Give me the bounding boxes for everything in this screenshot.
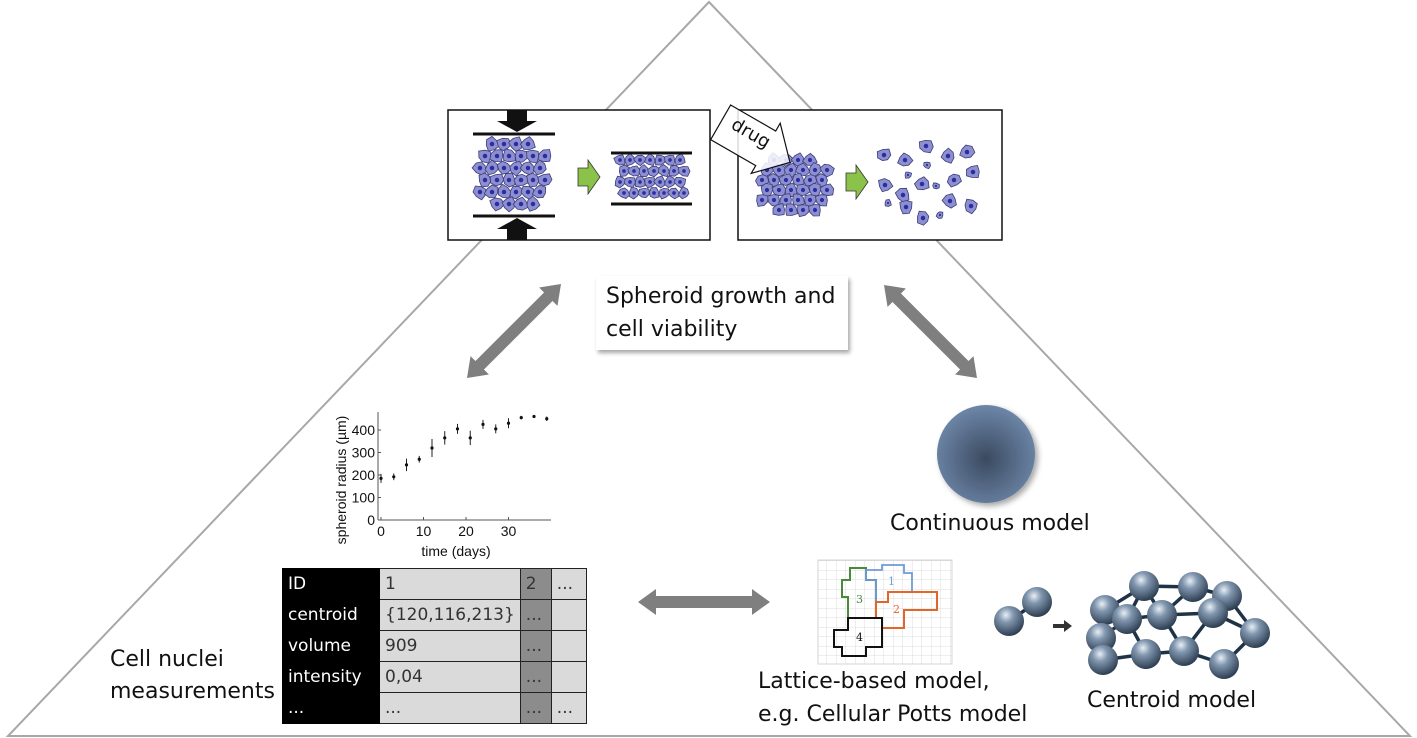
green-arrow-icon <box>845 163 869 201</box>
spheroid-growth-caption: Spheroid growth and cell viability <box>596 276 848 350</box>
double-arrow-horizontal-icon <box>638 589 770 615</box>
data-point <box>468 436 472 440</box>
lattice-cell-label: 2 <box>893 603 900 616</box>
centroid-ball <box>1112 604 1142 634</box>
x-axis-label: time (days) <box>421 543 490 559</box>
centroid-ball <box>1178 572 1208 602</box>
centroid-ball <box>1086 623 1116 653</box>
table-cell-label: intensity <box>282 661 380 693</box>
data-point <box>430 446 434 450</box>
x-tick-label: 10 <box>416 523 432 539</box>
centroid-ball <box>1240 618 1270 648</box>
data-point <box>455 427 460 431</box>
caption-line-1: Spheroid growth and <box>606 284 836 309</box>
cell-nuclei-label-2: measurements <box>110 679 275 704</box>
table-cell-c1: 1 <box>379 568 521 600</box>
x-tick-label: 0 <box>377 523 385 539</box>
x-tick-label: 30 <box>501 523 517 539</box>
caption-line-2: cell viability <box>606 317 738 342</box>
table-cell-c2: 2 <box>519 568 552 600</box>
data-point <box>545 417 549 421</box>
y-tick-label: 200 <box>352 467 376 483</box>
table-cell-c1: 0,04 <box>379 661 521 693</box>
small-arrow-icon <box>1053 620 1072 632</box>
data-point <box>417 457 421 461</box>
data-point <box>494 427 498 431</box>
continuous-model-label: Continuous model <box>890 511 1090 536</box>
drug-panel <box>709 104 1003 241</box>
table-cell-c3 <box>550 661 587 693</box>
table-cell-c3: ... <box>550 568 587 600</box>
triangle-outline <box>5 0 1413 737</box>
centroid-ball <box>1198 598 1228 628</box>
lattice-cell-label: 3 <box>856 593 863 606</box>
data-point <box>392 475 396 479</box>
table-cell-label: volume <box>282 630 380 662</box>
data-point <box>481 422 485 426</box>
centroid-ball <box>1147 600 1177 630</box>
y-tick-label: 100 <box>352 490 376 506</box>
green-arrow-icon <box>577 158 601 196</box>
table-cell-c3 <box>550 599 587 631</box>
lattice-model-label-2: e.g. Cellular Potts model <box>758 702 1028 727</box>
lattice-model-label-1: Lattice-based model, <box>758 669 990 694</box>
table-cell-c2: ... <box>519 599 552 631</box>
continuous-model-sphere <box>937 405 1035 503</box>
data-point <box>404 463 409 467</box>
table-cell-c3: ... <box>550 692 587 724</box>
centroid-ball <box>1022 587 1052 617</box>
table-cell-c1: {120,116,213} <box>379 599 521 631</box>
press-up-arrow <box>497 218 537 240</box>
centroid-ball <box>1209 649 1239 679</box>
double-arrow-left-icon <box>467 284 561 378</box>
drug-arrow <box>709 104 791 175</box>
centroid-ball <box>1131 639 1161 669</box>
centroid-ball <box>1088 645 1118 675</box>
data-point <box>443 436 447 440</box>
table-cell-c1: 909 <box>379 630 521 662</box>
y-tick-label: 0 <box>367 512 375 528</box>
table-cell-c2: ... <box>519 692 552 724</box>
data-point <box>532 414 536 419</box>
y-tick-label: 400 <box>352 422 376 438</box>
lattice-cell-label: 4 <box>856 631 863 644</box>
double-arrows <box>467 284 977 615</box>
table-cell-c3 <box>550 630 587 662</box>
data-point <box>506 421 511 425</box>
centroid-model-label: Centroid model <box>1087 688 1257 713</box>
centroid-model <box>994 571 1270 679</box>
table-row: ............ <box>282 692 587 724</box>
data-point <box>519 416 523 420</box>
table-cell-c1: ... <box>379 692 521 724</box>
centroid-ball <box>994 606 1024 636</box>
x-tick-label: 20 <box>458 523 474 539</box>
data-point <box>379 476 383 480</box>
y-axis-label: spheroid radius (µm) <box>333 416 349 545</box>
lattice-cell-label: 1 <box>888 575 895 588</box>
y-tick-label: 300 <box>352 445 376 461</box>
lattice-model: 3 1 2 4 <box>817 559 953 665</box>
compression-panel <box>447 109 711 241</box>
double-arrow-right-icon <box>884 285 977 378</box>
table-cell-label: ... <box>282 692 380 724</box>
cell-nuclei-label-1: Cell nuclei <box>110 647 224 672</box>
table-cell-label: centroid <box>282 599 380 631</box>
table-row: centroid{120,116,213}... <box>282 599 587 631</box>
press-down-arrow <box>497 110 537 132</box>
table-cell-c2: ... <box>519 661 552 693</box>
table-cell-c2: ... <box>519 630 552 662</box>
centroid-ball <box>1129 571 1159 601</box>
centroid-ball <box>1169 636 1199 666</box>
table-cell-label: ID <box>282 568 380 600</box>
